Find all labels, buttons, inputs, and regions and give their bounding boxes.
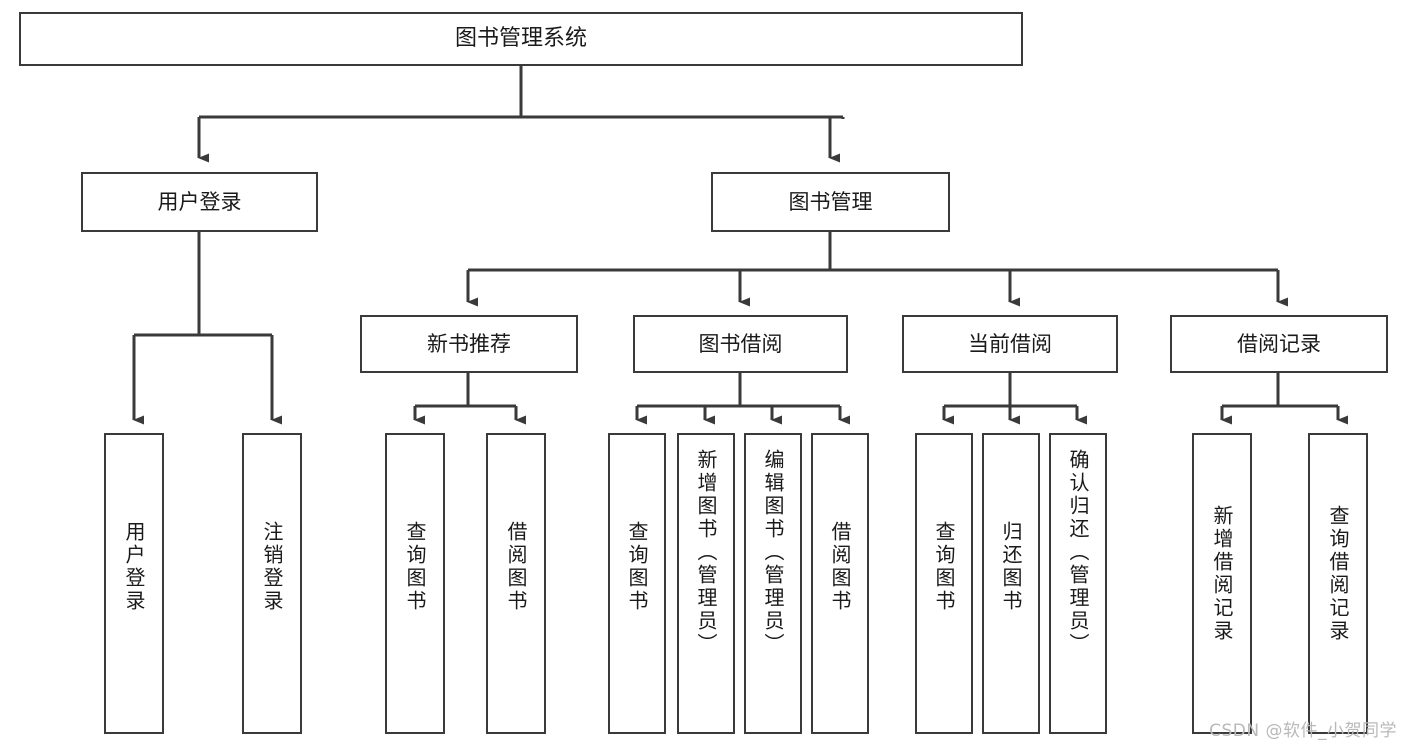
leaf-query-book-2[interactable]: 查询图书 [608, 433, 666, 734]
leaf-borrow-book-1-label: 借阅图书 [504, 521, 528, 613]
leaf-query-book-3[interactable]: 查询图书 [915, 433, 973, 734]
leaf-confirm-return[interactable]: 确认归还（管理员） [1049, 433, 1107, 734]
leaf-user-logout-label: 注销登录 [260, 521, 284, 613]
node-borrow-record-label: 借阅记录 [1237, 331, 1321, 356]
leaf-query-book-1[interactable]: 查询图书 [385, 433, 445, 734]
leaf-borrow-book-1[interactable]: 借阅图书 [486, 433, 546, 734]
node-user-login-label: 用户登录 [157, 189, 242, 214]
leaf-edit-book[interactable]: 编辑图书（管理员） [744, 433, 802, 734]
node-borrow-record[interactable]: 借阅记录 [1170, 315, 1388, 373]
leaf-borrow-book-2-label: 借阅图书 [828, 521, 852, 613]
leaf-query-book-2-label: 查询图书 [625, 521, 649, 613]
leaf-edit-book-label: 编辑图书（管理员） [761, 449, 785, 656]
leaf-query-record-label: 查询借阅记录 [1326, 505, 1350, 643]
leaf-user-login-label: 用户登录 [122, 521, 146, 613]
leaf-user-logout[interactable]: 注销登录 [242, 433, 302, 734]
leaf-borrow-book-2[interactable]: 借阅图书 [811, 433, 869, 734]
leaf-add-book-label: 新增图书（管理员） [694, 449, 718, 656]
leaf-user-login[interactable]: 用户登录 [104, 433, 164, 734]
node-current-borrow[interactable]: 当前借阅 [902, 315, 1118, 373]
node-new-book-rec[interactable]: 新书推荐 [360, 315, 578, 373]
leaf-query-record[interactable]: 查询借阅记录 [1308, 433, 1368, 734]
node-book-manage-label: 图书管理 [788, 189, 873, 214]
node-new-book-rec-label: 新书推荐 [427, 331, 511, 356]
node-current-borrow-label: 当前借阅 [968, 331, 1052, 356]
node-root[interactable]: 图书管理系统 [19, 12, 1023, 66]
leaf-add-record-label: 新增借阅记录 [1210, 505, 1234, 643]
node-book-borrow[interactable]: 图书借阅 [633, 315, 848, 373]
leaf-add-record[interactable]: 新增借阅记录 [1192, 433, 1252, 734]
leaf-add-book[interactable]: 新增图书（管理员） [677, 433, 735, 734]
leaf-confirm-return-label: 确认归还（管理员） [1066, 449, 1090, 656]
leaf-query-book-3-label: 查询图书 [932, 521, 956, 613]
leaf-return-book[interactable]: 归还图书 [982, 433, 1040, 734]
leaf-query-book-1-label: 查询图书 [403, 521, 427, 613]
node-book-borrow-label: 图书借阅 [698, 331, 783, 356]
node-user-login[interactable]: 用户登录 [81, 172, 318, 232]
leaf-return-book-label: 归还图书 [999, 521, 1023, 613]
node-root-label: 图书管理系统 [454, 26, 587, 52]
node-book-manage[interactable]: 图书管理 [711, 172, 950, 232]
watermark: CSDN @软件_小贺同学 [1209, 721, 1397, 741]
